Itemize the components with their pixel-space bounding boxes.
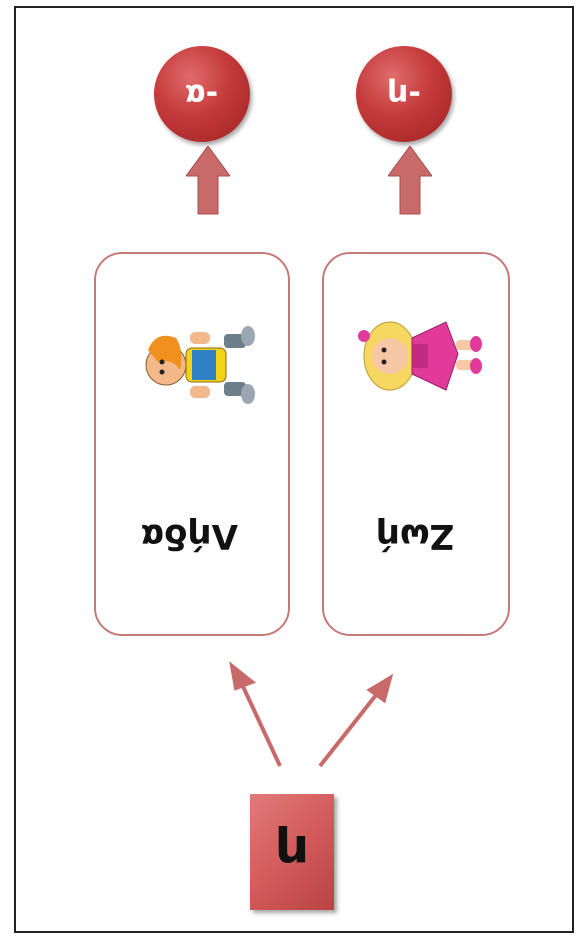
arrow-head-icon (229, 661, 256, 691)
ending-bubble-alpha: -α (154, 46, 250, 142)
letter-box: η (250, 794, 334, 910)
block-arrow-up-icon (388, 146, 432, 215)
letter-label: η (274, 824, 310, 880)
diagram-frame (14, 6, 574, 933)
ending-bubble-eta: -η (356, 46, 452, 142)
name-card-zoi: Ζωή (322, 252, 510, 636)
boy-figure-icon (145, 326, 255, 404)
name-card-leda: Λήδα (94, 252, 290, 636)
block-arrow-up-icon (186, 146, 230, 215)
arrow-head-icon (366, 673, 394, 704)
girl-figure-icon (358, 321, 482, 391)
